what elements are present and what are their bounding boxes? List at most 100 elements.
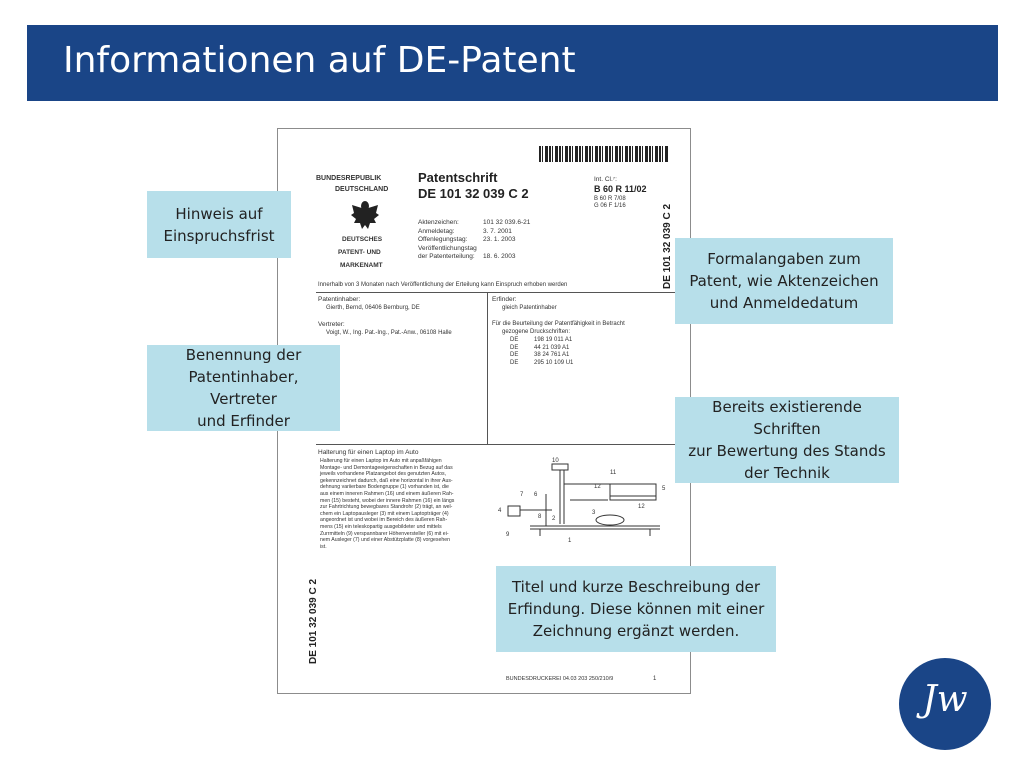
callout-line: Formalangaben zum <box>689 248 878 270</box>
references-list: DE198 19 011 A1 DE44 21 039 A1 DE38 24 7… <box>510 337 573 367</box>
field-row: Anmeldetag:3. 7. 2001 <box>418 228 530 237</box>
field-label: Offenlegungstag: <box>418 236 483 245</box>
field-value: 23. 1. 2003 <box>483 236 516 243</box>
abstract-line: nem Ausleger (7) und einer Abstützplatte… <box>320 537 454 544</box>
field-value: 101 32 039.6-21 <box>483 219 530 226</box>
callout-line: Einspruchsfrist <box>163 225 274 247</box>
references-label-2: gezogene Druckschriften: <box>502 329 570 335</box>
page-title: Informationen auf DE-Patent <box>63 39 576 83</box>
document-number: DE 101 32 039 C 2 <box>418 186 529 201</box>
field-value: 3. 7. 2001 <box>483 228 512 235</box>
divider <box>316 444 686 445</box>
callout-formal-data: Formalangaben zum Patent, wie Aktenzeich… <box>675 238 893 324</box>
side-number-bottom: DE 101 32 039 C 2 <box>308 579 319 664</box>
agent-value: Voigt, W., Ing. Pat.-Ing., Pat.-Anw., 06… <box>326 330 452 336</box>
reference-number: 38 24 761 A1 <box>534 352 569 358</box>
drawing-label: 2 <box>552 516 556 522</box>
callout-parties: Benennung der Patentinhaber, Vertreter u… <box>147 345 340 431</box>
logo-text: Jw <box>899 680 991 720</box>
office-line-2: PATENT- UND <box>338 249 381 256</box>
invention-abstract: Halterung für einen Laptop im Auto mit a… <box>320 458 454 550</box>
callout-line: Patentinhaber, Vertreter <box>155 366 332 410</box>
abstract-line: mens (15) ein teleskopartig ausgebildete… <box>320 524 454 531</box>
field-label: der Patenterteilung: <box>418 253 483 262</box>
reference-number: 198 19 011 A1 <box>534 337 572 343</box>
drawing-label: 9 <box>506 532 510 538</box>
callout-line: Bereits existierende Schriften <box>683 396 891 440</box>
title-bar: Informationen auf DE-Patent <box>27 25 998 101</box>
office-line-3: MARKENAMT <box>340 262 383 269</box>
callout-line: Titel und kurze Beschreibung der <box>508 576 765 598</box>
abstract-line: angeordnet ist und wobei im Bereich des … <box>320 517 454 524</box>
opposition-notice: Innerhalb von 3 Monaten nach Veröffentli… <box>318 282 567 288</box>
office-line-1: DEUTSCHES <box>342 236 382 243</box>
field-label: Veröffentlichungstag <box>418 245 483 254</box>
reference-country: DE <box>510 337 534 345</box>
abstract-line: men (15) besteht, wobei der innere Rahme… <box>320 498 454 505</box>
reference-country: DE <box>510 345 534 353</box>
reference-number: 295 10 109 U1 <box>534 360 573 366</box>
divider <box>487 292 488 444</box>
holder-label: Patentinhaber: <box>318 296 360 303</box>
drawing-labels: 10 11 5 12 7 6 4 9 2 8 3 1 12 <box>498 458 666 544</box>
reference-item: DE198 19 011 A1 <box>510 337 573 345</box>
abstract-line: Zurrmitteln (9) verspannbarer Höhenverst… <box>320 531 454 538</box>
abstract-line: jeweils vorhandene Platzangebot des genu… <box>320 471 454 478</box>
drawing-label: 7 <box>520 492 524 498</box>
reference-item: DE44 21 039 A1 <box>510 345 573 353</box>
field-row: Offenlegungstag:23. 1. 2003 <box>418 236 530 245</box>
field-value: 18. 6. 2003 <box>483 253 516 260</box>
company-logo: Jw <box>899 658 991 750</box>
abstract-line: ist. <box>320 544 454 551</box>
holder-value: Gierth, Bernd, 06406 Bernburg, DE <box>326 305 420 311</box>
int-cl-label: Int. Cl.⁷: <box>594 176 617 183</box>
divider <box>316 292 686 293</box>
drawing-label: 12 <box>594 484 601 490</box>
drawing-label: 10 <box>552 458 559 464</box>
field-row: Aktenzeichen:101 32 039.6-21 <box>418 219 530 228</box>
agent-label: Vertreter: <box>318 321 345 328</box>
inventor-value: gleich Patentinhaber <box>502 305 557 311</box>
side-number-top: DE 101 32 039 C 2 <box>662 204 673 289</box>
abstract-line: gekennzeichnet dadurch, daß eine horizon… <box>320 478 454 485</box>
callout-line: Erfindung. Diese können mit einer <box>508 598 765 620</box>
callout-line: zur Bewertung des Stands <box>683 440 891 462</box>
technical-drawing: 10 11 5 12 7 6 4 9 2 8 3 1 12 <box>490 454 682 546</box>
drawing-label: 3 <box>592 510 596 516</box>
int-cl-main: B 60 R 11/02 <box>594 184 647 194</box>
reference-country: DE <box>510 352 534 360</box>
drawing-label: 1 <box>568 538 572 544</box>
drawing-label: 6 <box>534 492 538 498</box>
field-label: Aktenzeichen: <box>418 219 483 228</box>
callout-opposition-notice: Hinweis auf Einspruchsfrist <box>147 191 291 258</box>
callout-line: und Anmeldedatum <box>689 292 878 314</box>
drawing-label: 8 <box>538 514 542 520</box>
footer-page: 1 <box>653 676 656 682</box>
drawing-label: 11 <box>610 470 617 476</box>
callout-line: und Erfinder <box>155 410 332 432</box>
field-row: der Patenterteilung:18. 6. 2003 <box>418 253 530 262</box>
callout-line: Patent, wie Aktenzeichen <box>689 270 878 292</box>
references-label: Für die Beurteilung der Patentfähigkeit … <box>492 321 625 327</box>
eagle-icon <box>350 199 380 233</box>
footer-printer: BUNDESDRUCKEREI 04.03 203 250/210/9 <box>506 676 613 682</box>
reference-item: DE295 10 109 U1 <box>510 360 573 368</box>
int-cl-tertiary: G 06 F 1/16 <box>594 203 626 209</box>
document-type: Patentschrift <box>418 170 497 185</box>
callout-prior-art: Bereits existierende Schriften zur Bewer… <box>675 397 899 483</box>
abstract-line: zur Fahrtrichtung bewegbares Standrohr (… <box>320 504 454 511</box>
field-label: Anmeldetag: <box>418 228 483 237</box>
invention-title: Halterung für einen Laptop im Auto <box>318 449 418 456</box>
callout-line: der Technik <box>683 462 891 484</box>
callout-line: Hinweis auf <box>163 203 274 225</box>
formal-fields: Aktenzeichen:101 32 039.6-21 Anmeldetag:… <box>418 219 530 262</box>
field-row: Veröffentlichungstag <box>418 245 530 254</box>
drawing-label: 5 <box>662 486 666 492</box>
drawing-label: 12 <box>638 504 645 510</box>
barcode <box>539 146 669 162</box>
abstract-line: chem ein Laptopausleger (3) mit einem La… <box>320 511 454 518</box>
issuer-line-2: DEUTSCHLAND <box>335 186 388 193</box>
abstract-line: Halterung für einen Laptop im Auto mit a… <box>320 458 454 465</box>
callout-title-description: Titel und kurze Beschreibung der Erfindu… <box>496 566 776 652</box>
callout-line: Zeichnung ergänzt werden. <box>508 620 765 642</box>
